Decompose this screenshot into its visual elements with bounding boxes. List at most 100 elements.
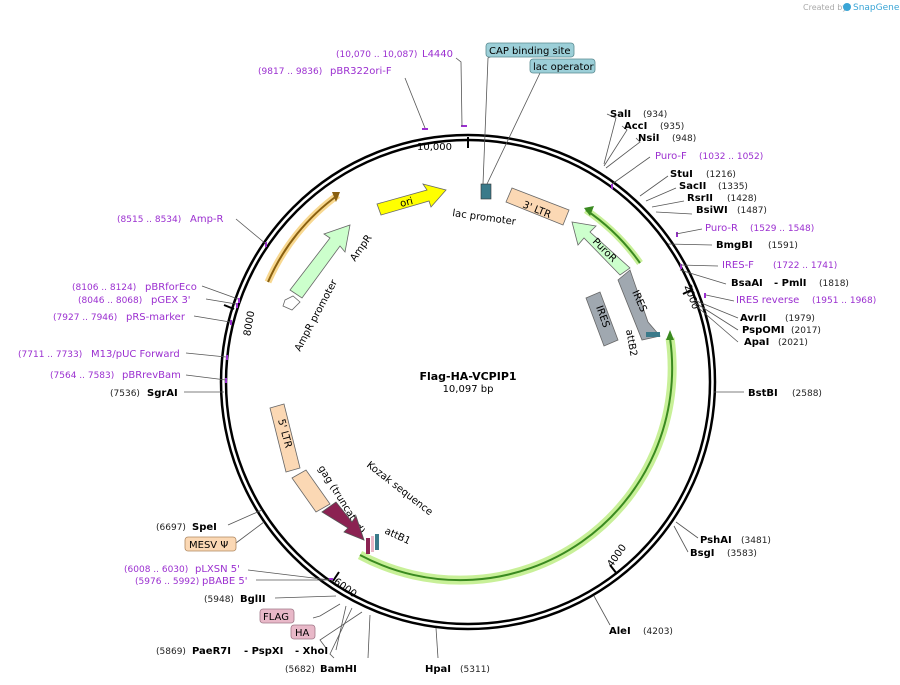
primer-m13-pos: (7711 .. 7733) (18, 350, 82, 360)
primer-pgex-name: pGEX 3' (151, 295, 191, 306)
enzyme-pshai: PshAI (700, 535, 732, 546)
primer-puro-r-name: Puro-R (705, 223, 738, 234)
ori-label: ori (399, 196, 414, 210)
enzyme-rsrii-pos: (1428) (727, 194, 757, 204)
primer-puro-f-pos: (1032 .. 1052) (699, 152, 763, 162)
primer-pbabe-name: pBABE 5' (202, 576, 248, 587)
watermark-text: Created by (803, 3, 847, 12)
enzyme-bsiwi: BsiWI (696, 205, 728, 216)
boxed-feature-cap: CAP binding site (485, 42, 575, 58)
ticks (223, 137, 694, 582)
brand-text: SnapGene (853, 3, 900, 13)
cap-label: CAP binding site (489, 46, 571, 57)
orf2-arrowhead-icon (584, 206, 594, 216)
enzyme-xhoi: - XhoI (295, 646, 328, 657)
primer-pbrrevbam-pos: (7564 .. 7583) (50, 371, 114, 381)
enzyme-avrii: AvrII (740, 313, 766, 324)
ltr5-feature (269, 403, 301, 473)
enzyme-pspxi: - PspXI (244, 646, 283, 657)
ires1-feature (617, 269, 661, 341)
kozak-feature (321, 501, 365, 541)
primer-markers (225, 125, 706, 580)
flag-box (259, 608, 295, 624)
lac-operator-label: lac operator (533, 62, 594, 73)
enzyme-stui-pos: (1216) (706, 170, 736, 180)
primer-ires-reverse-name: IRES reverse (736, 295, 799, 306)
backbone-outer (219, 133, 717, 631)
enzyme-bglii-pos: (5948) (204, 595, 234, 605)
enzyme-bstbi: BstBI (748, 388, 778, 399)
enzyme-bamhi: BamHI (320, 664, 357, 675)
snapgene-logo-icon (843, 3, 851, 11)
tick-8000 (223, 304, 235, 310)
ampr-feature (289, 224, 351, 299)
enzyme-spei: SpeI (192, 522, 217, 533)
attb1-label: attB1 (383, 526, 412, 547)
primer-ires-reverse-pos: (1951 .. 1968) (812, 296, 876, 306)
enzyme-acci: AccI (624, 121, 647, 132)
enzyme-sgrai-pos: (7536) (110, 389, 140, 399)
attb1-feature (366, 534, 379, 554)
primer-m13-name: M13/pUC Forward (91, 349, 180, 360)
ha-label: HA (295, 628, 310, 639)
boxed-feature-mesv: MESV Ψ (184, 536, 237, 552)
enzyme-bmgbi: BmgBI (716, 240, 753, 251)
enzyme-nsii-pos: (948) (672, 134, 696, 144)
primer-pbabe-pos: (5976 .. 5992) (135, 577, 199, 587)
ori-feature (376, 183, 447, 216)
orf3-arrowhead-icon (332, 192, 340, 202)
lac-promoter-label: lac promoter (452, 208, 518, 228)
enzyme-bstbi-pos: (2588) (792, 389, 822, 399)
enzyme-bsiwi-pos: (1487) (737, 206, 767, 216)
enzyme-sgrai: SgrAI (147, 388, 178, 399)
orf3-line (267, 194, 339, 283)
enzyme-pmli-pos: (1818) (819, 279, 849, 289)
primer-ampr-name: Amp-R (190, 214, 224, 225)
orf-arrowhead-icon (666, 330, 674, 340)
enzyme-hpai: HpaI (425, 664, 451, 675)
enzyme-alei-pos: (4203) (643, 627, 673, 637)
mesv-box (184, 536, 237, 552)
enzyme-paer7i-pos: (5869) (156, 647, 186, 657)
enzyme-acci-pos: (935) (660, 122, 684, 132)
primer-l4440-name: L4440 (422, 49, 453, 60)
primer-prs-pos: (7927 .. 7946) (53, 313, 117, 323)
ampr-label: AmpR (348, 233, 374, 264)
lac-promoter-feature (480, 183, 492, 200)
enzyme-rsrii: RsrII (687, 193, 713, 204)
enzyme-apai-pos: (2021) (778, 338, 808, 348)
orf-line (359, 337, 674, 582)
puror-label: PuroR (590, 236, 618, 264)
primer-puro-r-pos: (1529 .. 1548) (750, 224, 814, 234)
attb2-label: attB2 (623, 329, 639, 358)
tick-label-8000: 8000 (242, 310, 257, 337)
kozak-label: Kozak sequence (364, 460, 434, 518)
enzyme-spei-pos: (6697) (156, 523, 186, 533)
primer-pgex-pos: (8046 .. 8068) (78, 296, 142, 306)
enzyme-pspomi: PspOMI (742, 325, 784, 336)
primer-pbrforeco-pos: (8106 .. 8124) (72, 283, 136, 293)
enzyme-pspomi-pos: (2017) (791, 326, 821, 336)
lac-operator-box (529, 58, 596, 74)
enzyme-bmgbi-pos: (1591) (768, 241, 798, 251)
ha-box (290, 624, 316, 640)
primer-pbrrevbam-name: pBRrevBam (122, 370, 181, 381)
primer-ampr-pos: (8515 .. 8534) (117, 215, 181, 225)
tick-4000 (609, 564, 618, 575)
boxed-feature-lac-operator: lac operator (529, 58, 596, 74)
tick-2000 (682, 288, 694, 295)
enzyme-bamhi-pos: (5682) (285, 665, 315, 675)
plasmid-name: Flag-HA-VCPIP1 (419, 370, 516, 383)
enzyme-sacii-pos: (1335) (718, 182, 748, 192)
primer-plxsn-name: pLXSN 5' (195, 564, 240, 575)
cap-box (485, 42, 575, 58)
flag-label: FLAG (263, 612, 289, 623)
primer-pbr322ori-name: pBR322ori-F (330, 66, 392, 77)
boxed-feature-ha: HA (290, 624, 316, 640)
enzyme-bsaai: BsaAI (731, 278, 763, 289)
enzyme-hpai-pos: (5311) (460, 665, 490, 675)
enzyme-pmli: - PmlI (774, 278, 807, 289)
primer-ires-f-name: IRES-F (722, 260, 754, 271)
enzyme-bglii: BglII (240, 594, 266, 605)
